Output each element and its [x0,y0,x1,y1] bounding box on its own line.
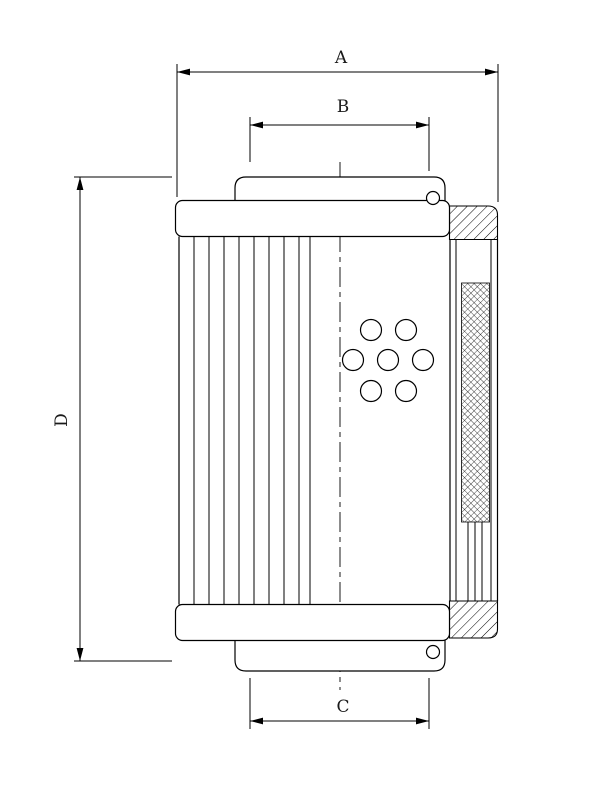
dimension-a-label: A [334,48,348,68]
perforation-hole [359,318,383,342]
perforation-hole [411,348,435,372]
outer-shell-hatch-top [448,205,499,241]
perforation-hole [394,318,418,342]
arrowhead [416,121,429,129]
top-end-cap-collar [234,176,446,202]
arrowhead [485,68,498,76]
outer-shell-hatch-bottom [448,600,499,639]
top-end-cap-flange [174,199,451,238]
dimension-c-label: C [336,697,349,717]
arrowhead [250,121,263,129]
perforation-hole [359,379,383,403]
seal-ring-bottom [425,644,441,660]
shell-lower-lines [467,522,483,601]
seal-ring-top [425,190,441,206]
arrowhead [416,717,429,725]
arrowhead [177,68,190,76]
perforation-hole [394,379,418,403]
arrowhead [76,177,84,190]
mesh-screen [461,282,490,523]
perforation-hole [376,348,400,372]
bottom-end-cap-flange [174,603,451,642]
dimension-c: C [249,678,430,729]
outer-shell-walls [449,239,499,601]
dimension-d: D [52,176,172,662]
dimension-b-label: B [337,97,350,117]
arrowhead [250,717,263,725]
dimension-a: A [176,48,499,202]
bottom-end-cap-collar [234,639,446,672]
dimension-b: B [249,97,430,171]
arrowhead [76,648,84,661]
dimension-d-label: D [52,413,72,427]
perforation-holes [341,318,435,403]
pleated-media [178,236,311,605]
perforation-hole [341,348,365,372]
